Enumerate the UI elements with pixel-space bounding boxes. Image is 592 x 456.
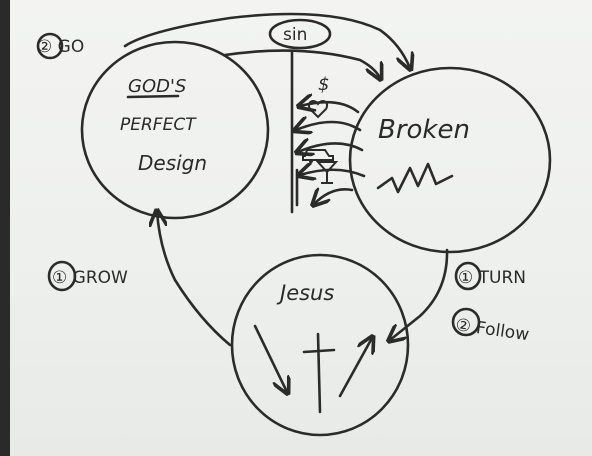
number-circle-grow (47, 260, 77, 292)
turn-follow-arrow (390, 248, 449, 340)
broken-label: Broken (378, 115, 470, 145)
whiteboard (10, 0, 592, 456)
dollar-arrow (300, 102, 360, 114)
car-arrow (298, 143, 364, 152)
follow-label: ② Follow (454, 315, 530, 345)
cross-horizontal (302, 348, 336, 354)
up-arrow-right (338, 338, 372, 398)
grow-label: ① GROW (52, 268, 128, 288)
jesus-circle (230, 253, 410, 437)
sin-label: sin (283, 25, 307, 45)
dollar-sign-icon: $ (318, 74, 329, 95)
gods-label-line1: GOD'S (128, 76, 186, 97)
jesus-label: Jesus (276, 281, 334, 305)
number-circle-turn (454, 261, 482, 291)
heart-icon (308, 100, 328, 119)
cocktail-glass-icon (315, 161, 339, 184)
svg-text:$: $ (318, 74, 329, 95)
number-circle-follow (451, 307, 481, 337)
bottom-attempt-arrow (314, 189, 354, 204)
grow-arrow (157, 212, 232, 347)
broken-circle (348, 66, 552, 254)
number-circle-go (36, 32, 64, 60)
down-arrow-left (253, 324, 287, 392)
heart-arrow (296, 122, 362, 130)
gods-label-line2: PERFECT (120, 115, 197, 135)
go-arrow (123, 12, 410, 68)
gods-label-line3: Design (138, 151, 207, 175)
cross-vertical (316, 332, 322, 414)
turn-label: ① TURN (458, 268, 526, 288)
zigzag-scribble (376, 162, 454, 194)
glass-arrow (300, 170, 366, 176)
go-label: ② GO (37, 37, 84, 57)
sin-to-broken-arrow (223, 49, 380, 78)
sin-circle (268, 18, 332, 50)
gods-underline (126, 94, 180, 99)
gods-design-circle (80, 40, 270, 220)
